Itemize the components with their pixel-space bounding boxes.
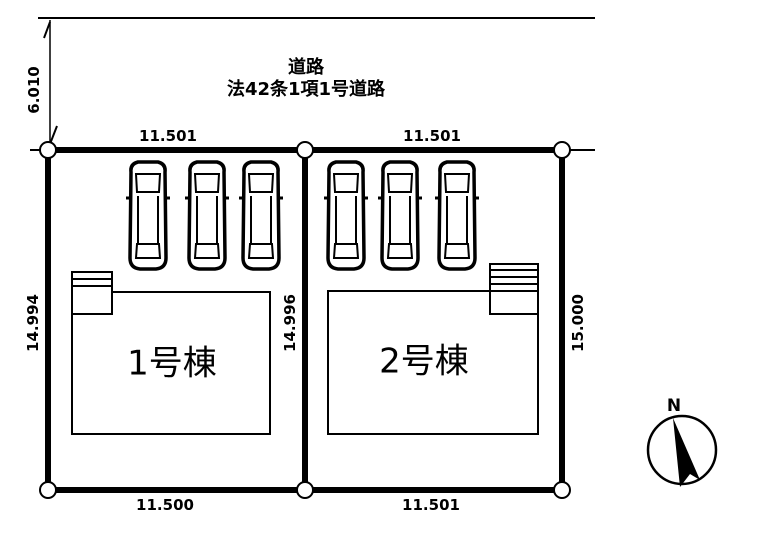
building-1-entrance-steps [71, 271, 113, 315]
car-icon [322, 160, 370, 271]
road-width-dimension: 6.010 [25, 66, 43, 114]
parking-lot-1 [124, 160, 285, 271]
building-2-label: 2号棟 [379, 341, 469, 382]
dimension-tick [43, 21, 51, 39]
building-2-entrance-steps [489, 263, 539, 315]
car-icon [183, 160, 231, 271]
road-legal-type: 法42条1項1号道路 [226, 79, 386, 100]
building-2-footprint [327, 290, 539, 435]
lot-boundaries [45, 147, 565, 493]
lot-1-right-dimension: 14.996 [281, 294, 299, 352]
lot-1-top-dimension: 11.501 [139, 127, 197, 145]
car-icon [237, 160, 285, 271]
dimension-tick [49, 125, 58, 145]
north-arrow-icon [646, 414, 718, 487]
lot-1-bottom-dimension: 11.500 [136, 496, 194, 514]
building-1-label: 1号棟 [127, 343, 217, 384]
car-icon [376, 160, 424, 271]
lot-2-right-dimension: 15.000 [569, 294, 587, 352]
car-icon [433, 160, 481, 271]
lot-2-top-dimension: 11.501 [403, 127, 461, 145]
north-label: N [666, 396, 682, 416]
parking-lot-2 [322, 160, 481, 271]
road-label: 道路 [288, 57, 324, 78]
car-icon [124, 160, 172, 271]
lot-1-left-dimension: 14.994 [24, 294, 42, 352]
building-1-footprint [71, 291, 271, 435]
lot-2-bottom-dimension: 11.501 [402, 496, 460, 514]
boundary-markers [39, 141, 571, 499]
